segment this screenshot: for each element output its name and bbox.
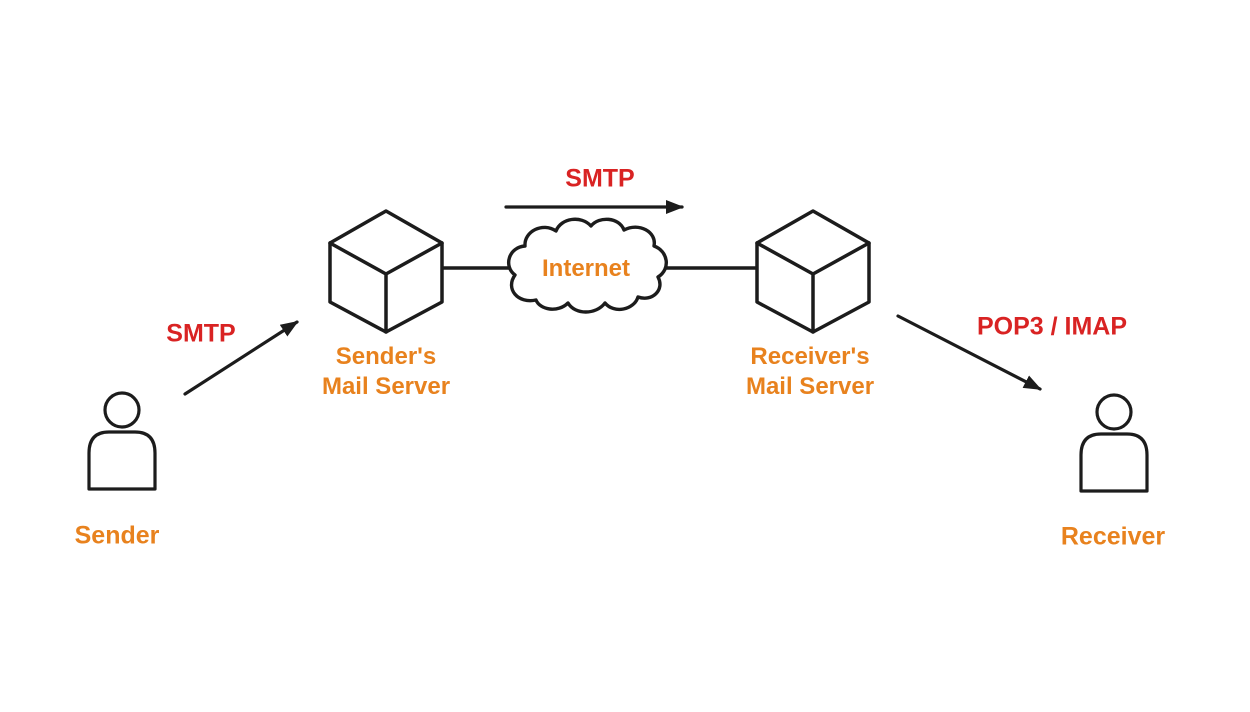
internet-label: Internet: [541, 255, 631, 282]
sender-mail-server-label: Sender's Mail Server: [321, 343, 451, 400]
cloud-icon: [506, 217, 668, 314]
receiver-label: Receiver: [1060, 522, 1166, 551]
person-icon: [1079, 393, 1149, 493]
smtp-label-sender-side: SMTP: [166, 319, 236, 348]
person-icon: [87, 391, 157, 491]
pop3-imap-label: POP3 / IMAP: [976, 312, 1128, 341]
smtp-arrow-sender-to-server: [183, 320, 299, 396]
smtp-label-internet: SMTP: [565, 164, 635, 193]
pop3-imap-arrow-server-to-receiver: [896, 314, 1042, 391]
receiver-mail-server-label: Receiver's Mail Server: [745, 343, 875, 400]
sender-label: Sender: [74, 521, 160, 550]
server-cube-icon: [328, 209, 444, 334]
server-cube-icon: [755, 209, 871, 334]
